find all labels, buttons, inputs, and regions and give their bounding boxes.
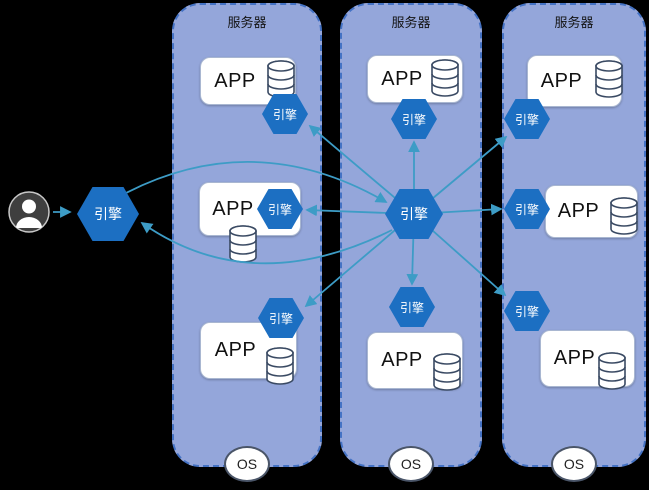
app-label: APP (540, 69, 583, 92)
server-label: 服务器 (227, 15, 267, 30)
user-icon (8, 191, 50, 233)
os-badge: OS (388, 446, 434, 482)
server-label: 服务器 (554, 15, 594, 30)
database-icon (610, 197, 638, 235)
os-label: OS (400, 456, 422, 472)
database-icon (267, 60, 295, 98)
os-badge: OS (551, 446, 597, 482)
app-label: APP (557, 200, 600, 222)
engine-label: 引擎 (399, 300, 424, 315)
engine-label: 引擎 (514, 112, 539, 127)
engine-label: 引擎 (268, 311, 293, 326)
database-icon (229, 225, 257, 263)
gateway-engine-badge: 引擎 (77, 187, 139, 241)
server-label: 服务器 (391, 15, 431, 30)
engine-label: 引擎 (514, 202, 539, 217)
app-label: APP (553, 347, 596, 369)
app-label: APP (214, 69, 256, 92)
database-icon (266, 347, 294, 385)
engine-label: 引擎 (272, 107, 297, 122)
engine-label: 引擎 (400, 206, 428, 222)
app-label: APP (381, 67, 423, 90)
engine-label: 引擎 (401, 112, 426, 127)
app-label: APP (381, 349, 423, 371)
os-badge: OS (224, 446, 270, 482)
app-label: APP (212, 197, 254, 220)
database-icon (431, 59, 459, 97)
engine-label: 引擎 (267, 202, 292, 217)
app-label: APP (214, 339, 257, 361)
engine-label: 引擎 (94, 206, 122, 222)
database-icon (595, 60, 623, 98)
os-label: OS (236, 456, 258, 472)
os-label: OS (563, 456, 585, 472)
database-icon (433, 353, 461, 391)
database-icon (598, 352, 626, 390)
engine-label: 引擎 (514, 304, 539, 319)
